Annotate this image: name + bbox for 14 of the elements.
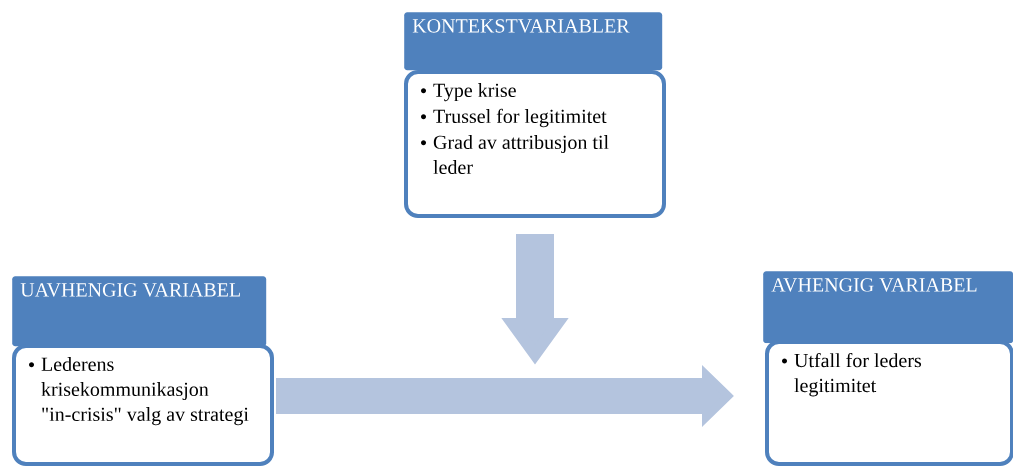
header-band	[12, 276, 267, 347]
header-text: AVHENGIG VARIABEL	[771, 278, 977, 292]
header-band	[404, 12, 663, 71]
bullet-item: Trussel for legitimitet	[421, 108, 607, 128]
content-box	[404, 70, 666, 218]
bullet-item: Utfall for leders legitimitet	[782, 353, 921, 397]
content-box	[12, 344, 274, 466]
content-box	[765, 340, 1013, 466]
header-text: UAVHENGIG VARIABEL	[20, 283, 240, 297]
header-band	[763, 271, 1013, 344]
bullet-item: Type krise	[421, 83, 516, 102]
bullet-item: Grad av attribusjon til leder	[421, 135, 609, 175]
bullet-item: Lederens krisekommunikasjon "in-crisis" valg av strategi	[29, 357, 249, 426]
header-text: KONTEKSTVARIABLER	[412, 19, 630, 33]
